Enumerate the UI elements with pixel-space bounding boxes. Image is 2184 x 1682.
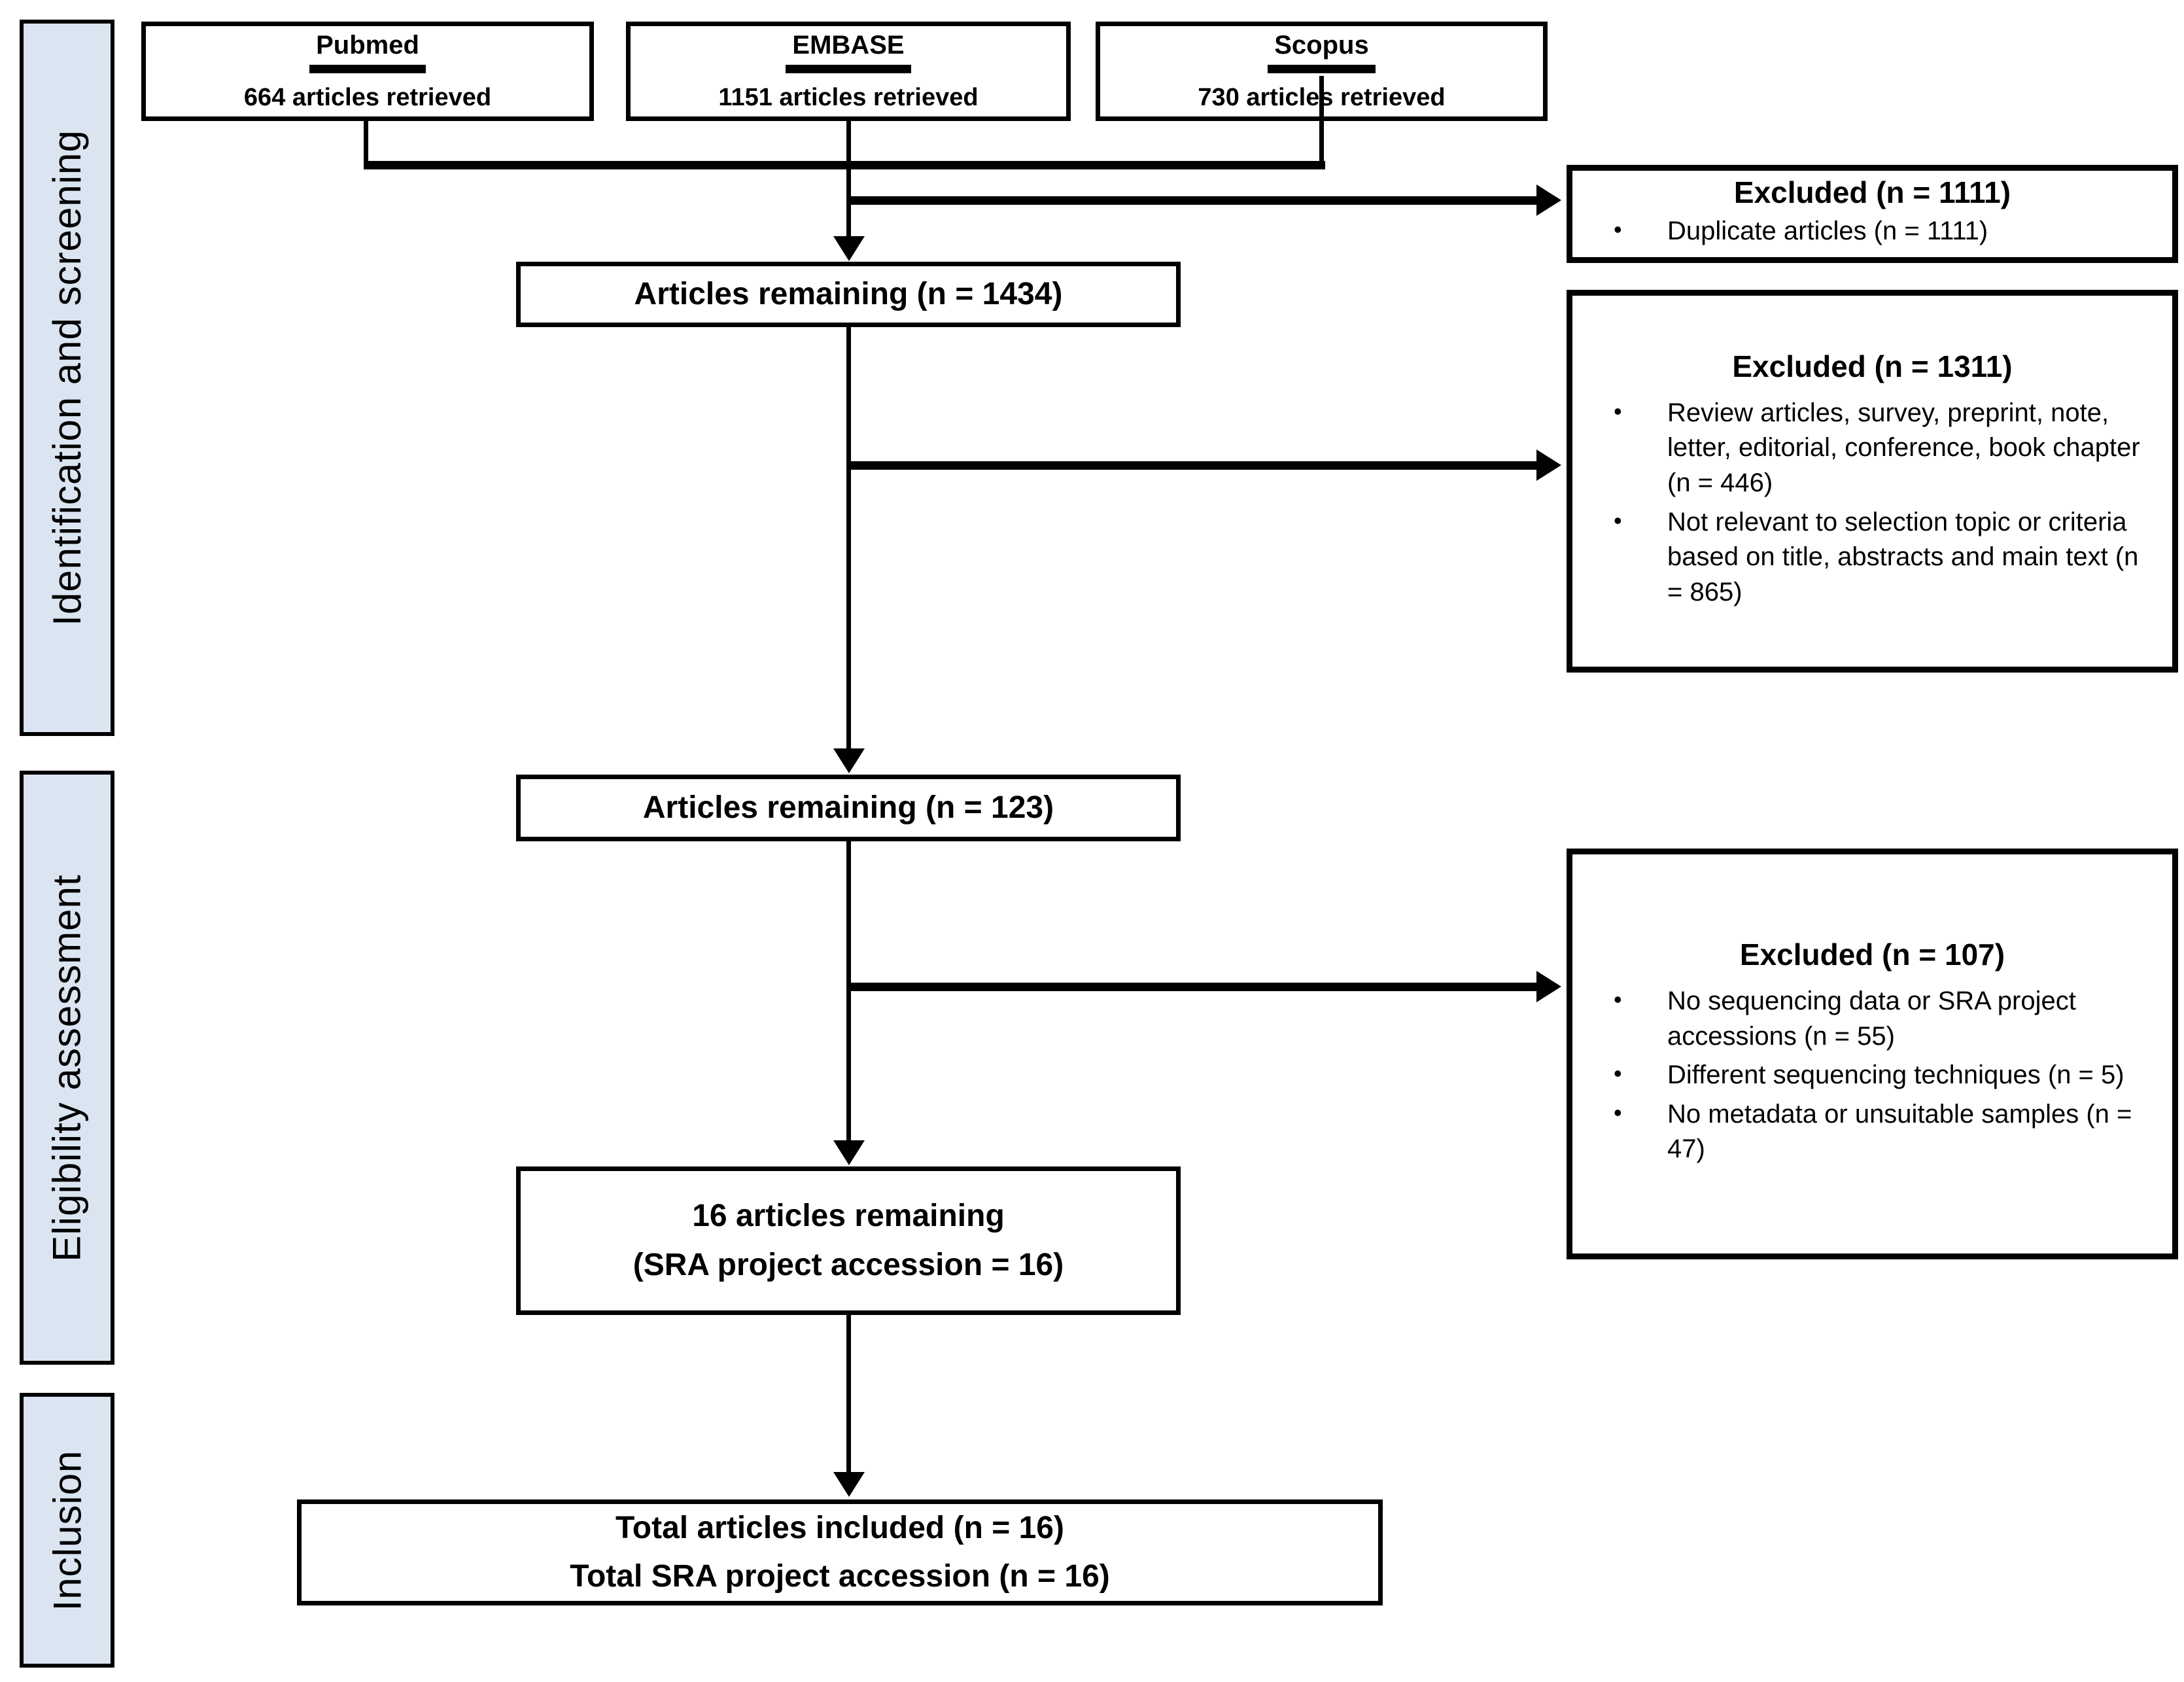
flow-box-16-articles: 16 articles remaining (SRA project acces… (516, 1166, 1181, 1315)
source-count: 664 articles retrieved (243, 84, 492, 111)
source-title: Scopus (1268, 31, 1376, 73)
excluded-title: Excluded (n = 1311) (1732, 349, 2013, 383)
connector-center-2 (846, 325, 851, 751)
connector-pubmed-down (364, 121, 368, 169)
excluded-reason: No metadata or unsuitable samples (n = 4… (1602, 1097, 2153, 1167)
flow-box-total-included: Total articles included (n = 16) Total S… (297, 1499, 1383, 1605)
arrowhead-into-16-articles (833, 1140, 865, 1165)
flow-label: Articles remaining (n = 1434) (634, 276, 1063, 311)
stage-label: Inclusion (45, 1450, 89, 1611)
stage-label: Identification and screening (45, 130, 89, 626)
source-title: Pubmed (309, 31, 426, 73)
stage-label: Eligibility assessment (45, 873, 89, 1262)
excluded-reason: No sequencing data or SRA project access… (1602, 984, 2153, 1054)
excluded-reasons-list: Duplicate articles (n = 1111) (1572, 214, 2172, 253)
flow-label-line2: Total SRA project accession (n = 16) (570, 1559, 1110, 1594)
flow-label: Articles remaining (n = 123) (642, 790, 1054, 825)
connector-center-4 (846, 1315, 851, 1475)
flow-label-line1: Total articles included (n = 16) (615, 1510, 1064, 1545)
excluded-reasons-list: No sequencing data or SRA project access… (1572, 984, 2172, 1171)
flow-label-line1: 16 articles remaining (692, 1199, 1005, 1234)
flow-box-remaining-123: Articles remaining (n = 123) (516, 775, 1181, 841)
arrowhead-into-remaining-1434 (833, 236, 865, 261)
connector-center-1 (846, 121, 851, 237)
arrowhead-into-total-included (833, 1472, 865, 1497)
connector-branch-excluded-1311 (846, 461, 1538, 470)
connector-center-3 (846, 841, 851, 1143)
excluded-reasons-list: Review articles, survey, preprint, note,… (1572, 396, 2172, 614)
stage-box-eligibility-assessment: Eligibility assessment (20, 771, 114, 1365)
flow-label-line2: (SRA project accession = 16) (633, 1247, 1064, 1282)
excluded-reason: Review articles, survey, preprint, note,… (1602, 396, 2153, 501)
source-box-pubmed: Pubmed 664 articles retrieved (141, 22, 594, 121)
arrowhead-into-excluded-1311 (1536, 449, 1561, 481)
excluded-box-1111: Excluded (n = 1111) Duplicate articles (… (1567, 165, 2178, 263)
arrowhead-into-excluded-1111 (1536, 184, 1561, 216)
connector-branch-excluded-1111 (846, 196, 1538, 205)
excluded-title: Excluded (n = 107) (1739, 937, 2005, 972)
connector-branch-excluded-107 (846, 983, 1538, 991)
excluded-reason: Different sequencing techniques (n = 5) (1602, 1058, 2153, 1093)
source-count: 1151 articles retrieved (718, 84, 979, 111)
source-title: EMBASE (786, 31, 911, 73)
arrowhead-into-remaining-123 (833, 748, 865, 773)
excluded-box-1311: Excluded (n = 1311) Review articles, sur… (1567, 290, 2178, 673)
source-box-embase: EMBASE 1151 articles retrieved (626, 22, 1071, 121)
flow-box-remaining-1434: Articles remaining (n = 1434) (516, 262, 1181, 327)
excluded-reason: Duplicate articles (n = 1111) (1602, 214, 2153, 249)
stage-box-inclusion: Inclusion (20, 1393, 114, 1668)
connector-join-bar (364, 161, 1325, 169)
arrowhead-into-excluded-107 (1536, 971, 1561, 1002)
excluded-reason: Not relevant to selection topic or crite… (1602, 505, 2153, 610)
stage-box-identification-screening: Identification and screening (20, 20, 114, 736)
connector-scopus-down (1319, 76, 1324, 169)
excluded-title: Excluded (n = 1111) (1733, 175, 2011, 210)
excluded-box-107: Excluded (n = 107) No sequencing data or… (1567, 849, 2178, 1259)
